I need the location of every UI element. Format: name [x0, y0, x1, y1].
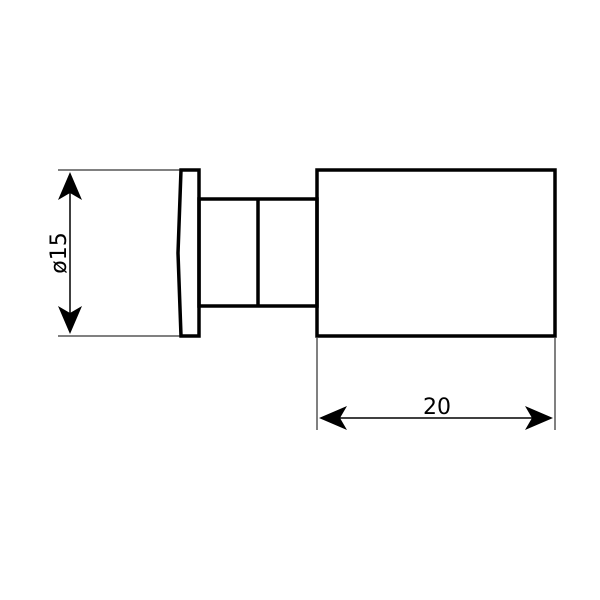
- length-arrow-right: [525, 406, 553, 430]
- length-dimension: 20: [316, 338, 556, 430]
- part-outline: [176, 168, 557, 338]
- diameter-dimension: ø15: [47, 169, 180, 337]
- length-arrow-left: [319, 406, 347, 430]
- diameter-arrow-top: [58, 172, 82, 200]
- knob-body: [315, 168, 557, 338]
- diameter-arrow-bottom: [58, 306, 82, 334]
- length-label: 20: [423, 395, 451, 420]
- rosette-flange: [176, 168, 201, 338]
- diameter-label: ø15: [47, 232, 72, 273]
